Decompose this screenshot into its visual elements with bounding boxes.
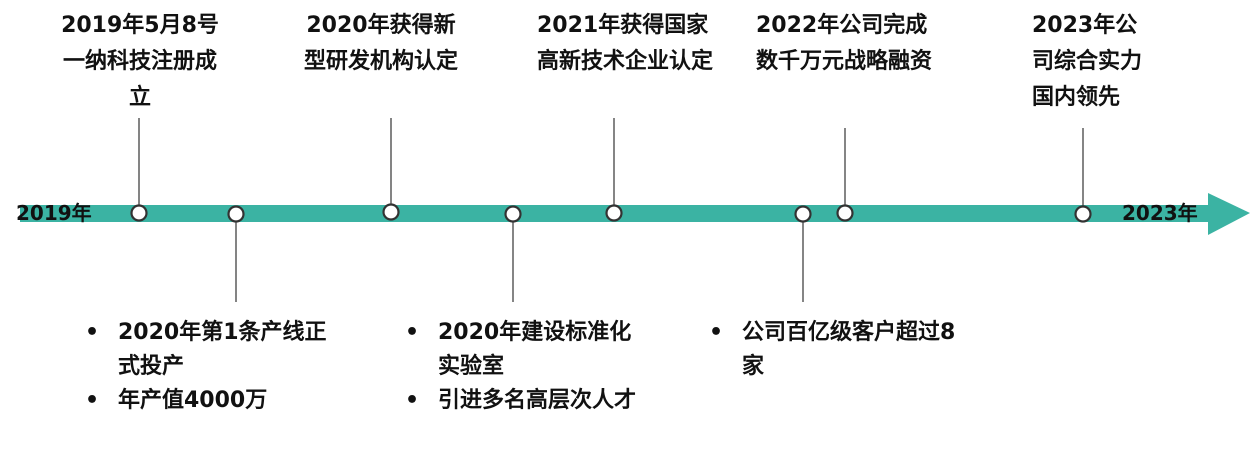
bullet-icon: •	[404, 320, 420, 345]
milestone-2021-high-tech: 2021年获得国家高新技术企业认定	[537, 13, 714, 74]
milestone-2020-rd-institution: 2020年获得新型研发机构认定	[303, 13, 458, 74]
bullet-list-production: •2020年第1条产线正式投产 •年产值4000万	[82, 316, 342, 418]
milestone-marker	[227, 205, 245, 223]
milestone-marker	[1074, 205, 1092, 223]
bullet-icon: •	[84, 320, 100, 345]
bullet-item: •引进多名高层次人才	[402, 384, 642, 418]
end-year-label: 2023年	[1122, 201, 1198, 225]
bullet-icon: •	[708, 320, 724, 345]
bullet-item: •2020年建设标准化实验室	[402, 316, 642, 384]
milestone-marker	[605, 204, 623, 222]
milestone-2019-founded: 2019年5月8号一纳科技注册成立	[61, 13, 219, 110]
start-year-label: 2019年	[16, 201, 92, 225]
bullet-icon: •	[84, 388, 100, 413]
milestone-marker	[504, 205, 522, 223]
milestone-marker	[382, 203, 400, 221]
bullet-item: •年产值4000万	[82, 384, 342, 418]
bullet-item: •公司百亿级客户超过8家	[706, 316, 976, 384]
milestone-2022-financing: 2022年公司完成数千万元战略融资	[756, 13, 933, 74]
milestone-2023-leading: 2023年公司综合实力国内领先	[1032, 13, 1143, 110]
milestone-marker	[130, 204, 148, 222]
bullet-list-lab: •2020年建设标准化实验室 •引进多名高层次人才	[402, 316, 642, 418]
milestone-marker	[836, 204, 854, 222]
milestone-marker	[794, 205, 812, 223]
bullet-icon: •	[404, 388, 420, 413]
bullet-item: •2020年第1条产线正式投产	[82, 316, 342, 384]
timeline-arrow-head	[1208, 193, 1250, 235]
bullet-list-clients: •公司百亿级客户超过8家	[706, 316, 976, 384]
